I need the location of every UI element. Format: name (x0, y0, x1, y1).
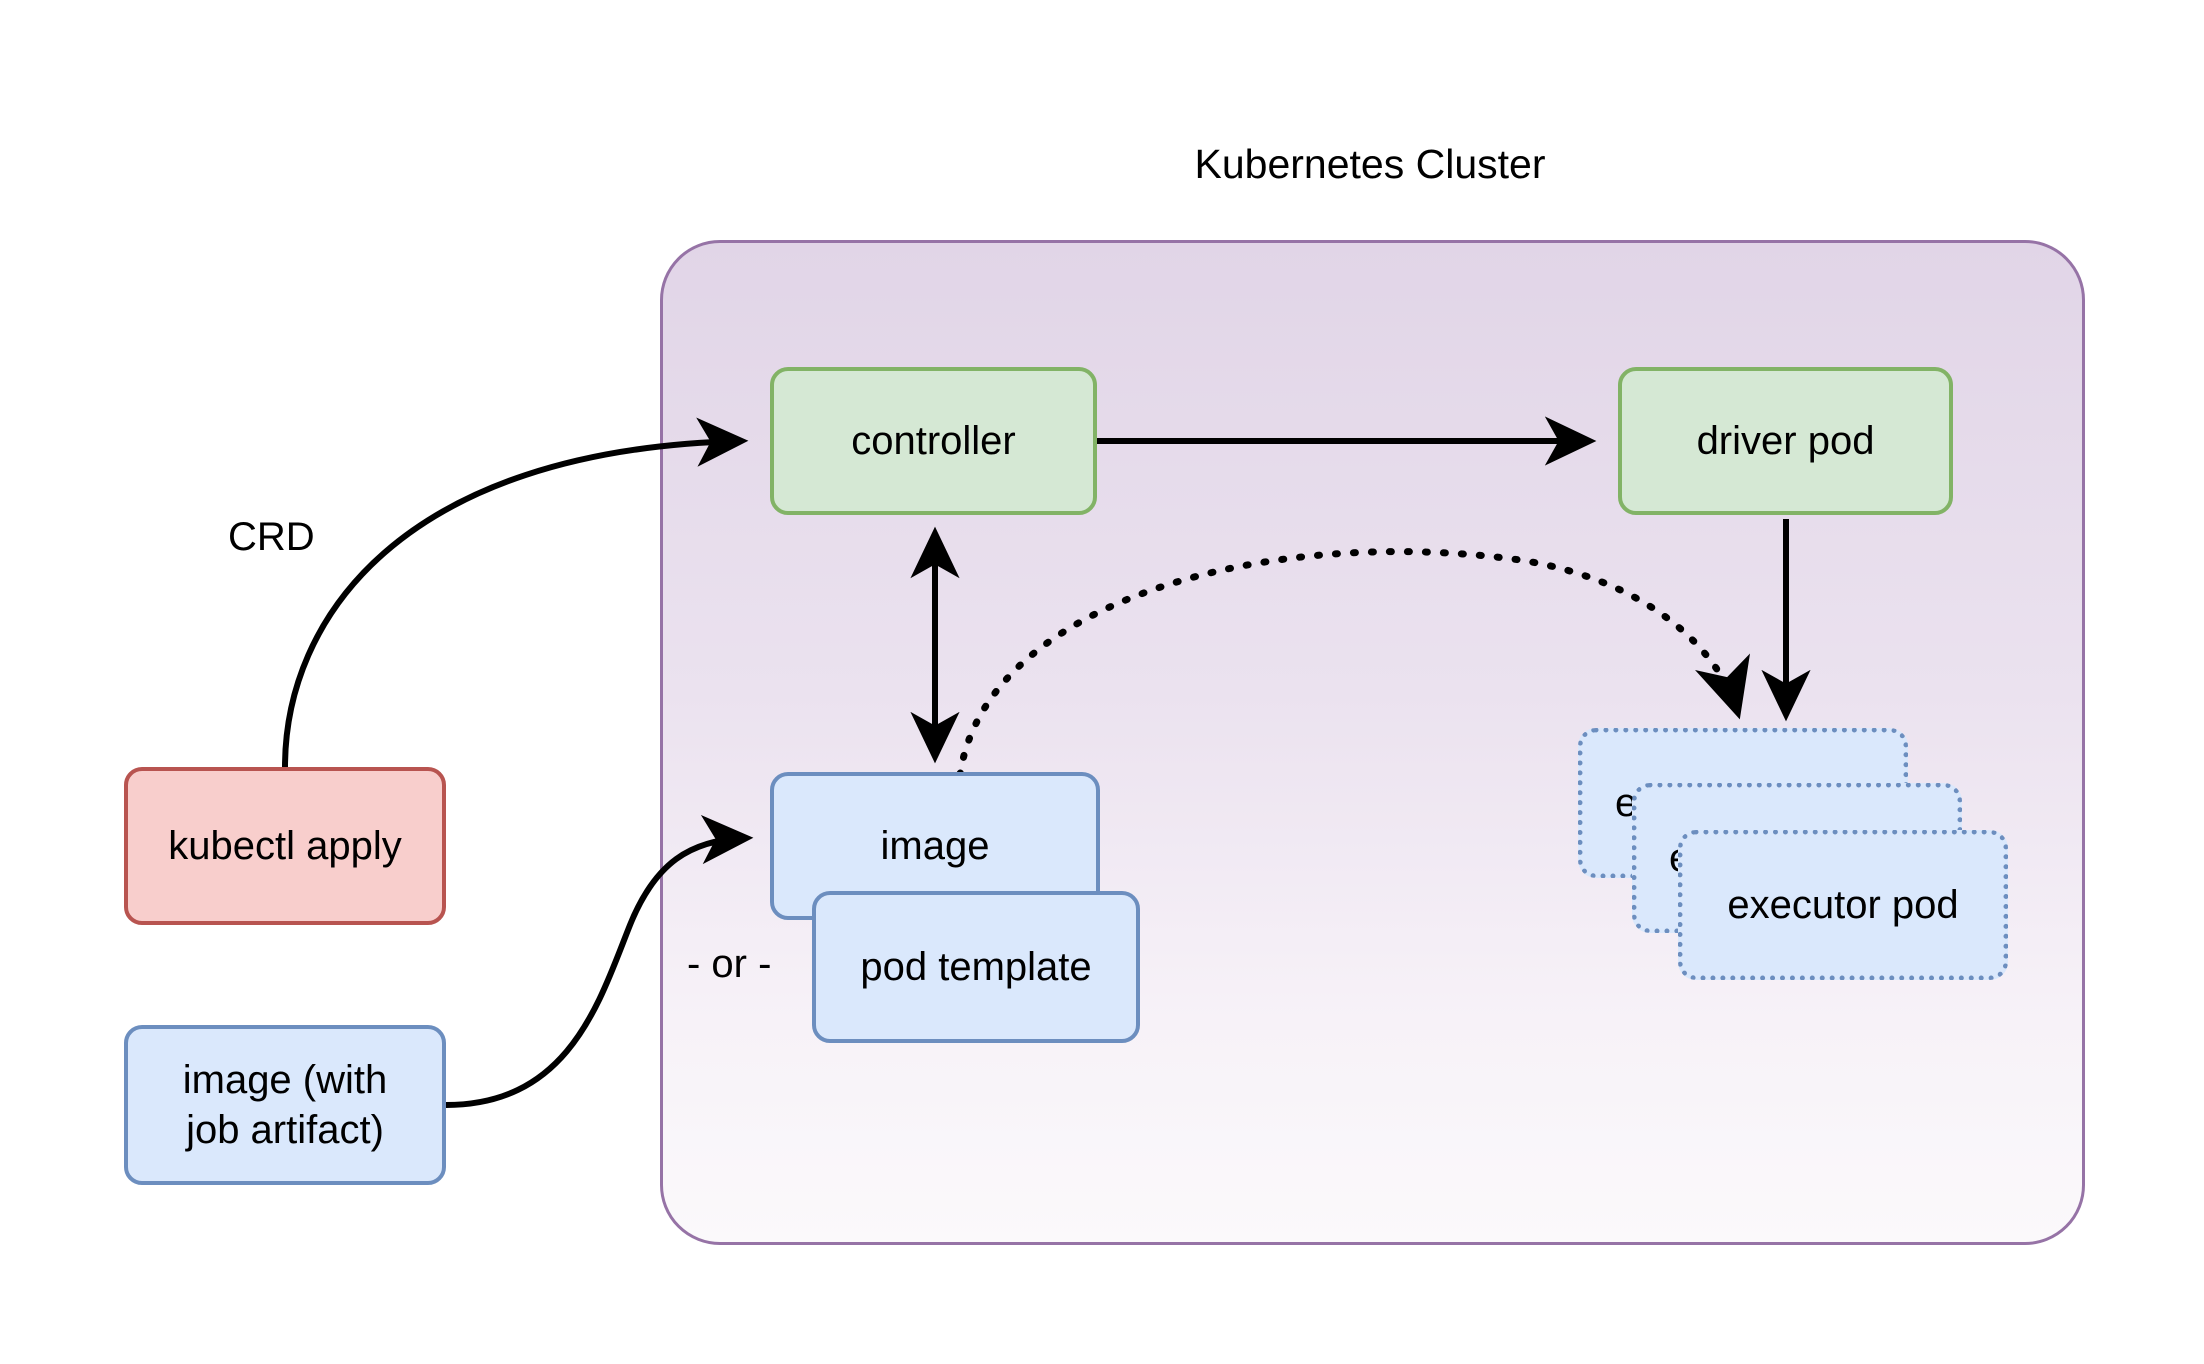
node-kubectl-apply[interactable]: kubectl apply (124, 767, 446, 925)
node-image-artifact-label: image (with job artifact) (183, 1055, 388, 1155)
node-controller[interactable]: controller (770, 367, 1097, 515)
node-pod-template[interactable]: pod template (812, 891, 1140, 1043)
node-executor-pod-front[interactable]: executor pod (1678, 830, 2008, 980)
node-image-artifact-line1: image (with (182, 1058, 388, 1102)
node-driver-pod[interactable]: driver pod (1618, 367, 1953, 515)
edge-label-crd: CRD (228, 515, 315, 559)
node-controller-label: controller (851, 419, 1016, 463)
node-kubectl-apply-label: kubectl apply (168, 824, 402, 868)
cluster-title: Kubernetes Cluster (1194, 141, 1546, 187)
node-image-with-job-artifact[interactable]: image (with job artifact) (124, 1025, 446, 1185)
node-driver-pod-label: driver pod (1696, 419, 1875, 463)
edge-label-or: - or - (687, 942, 772, 986)
node-image-label: image (880, 824, 990, 868)
node-pod-template-label: pod template (860, 945, 1092, 989)
node-image-artifact-line2: job artifact) (186, 1108, 384, 1152)
node-executor-pod-front-label: executor pod (1727, 883, 1959, 927)
